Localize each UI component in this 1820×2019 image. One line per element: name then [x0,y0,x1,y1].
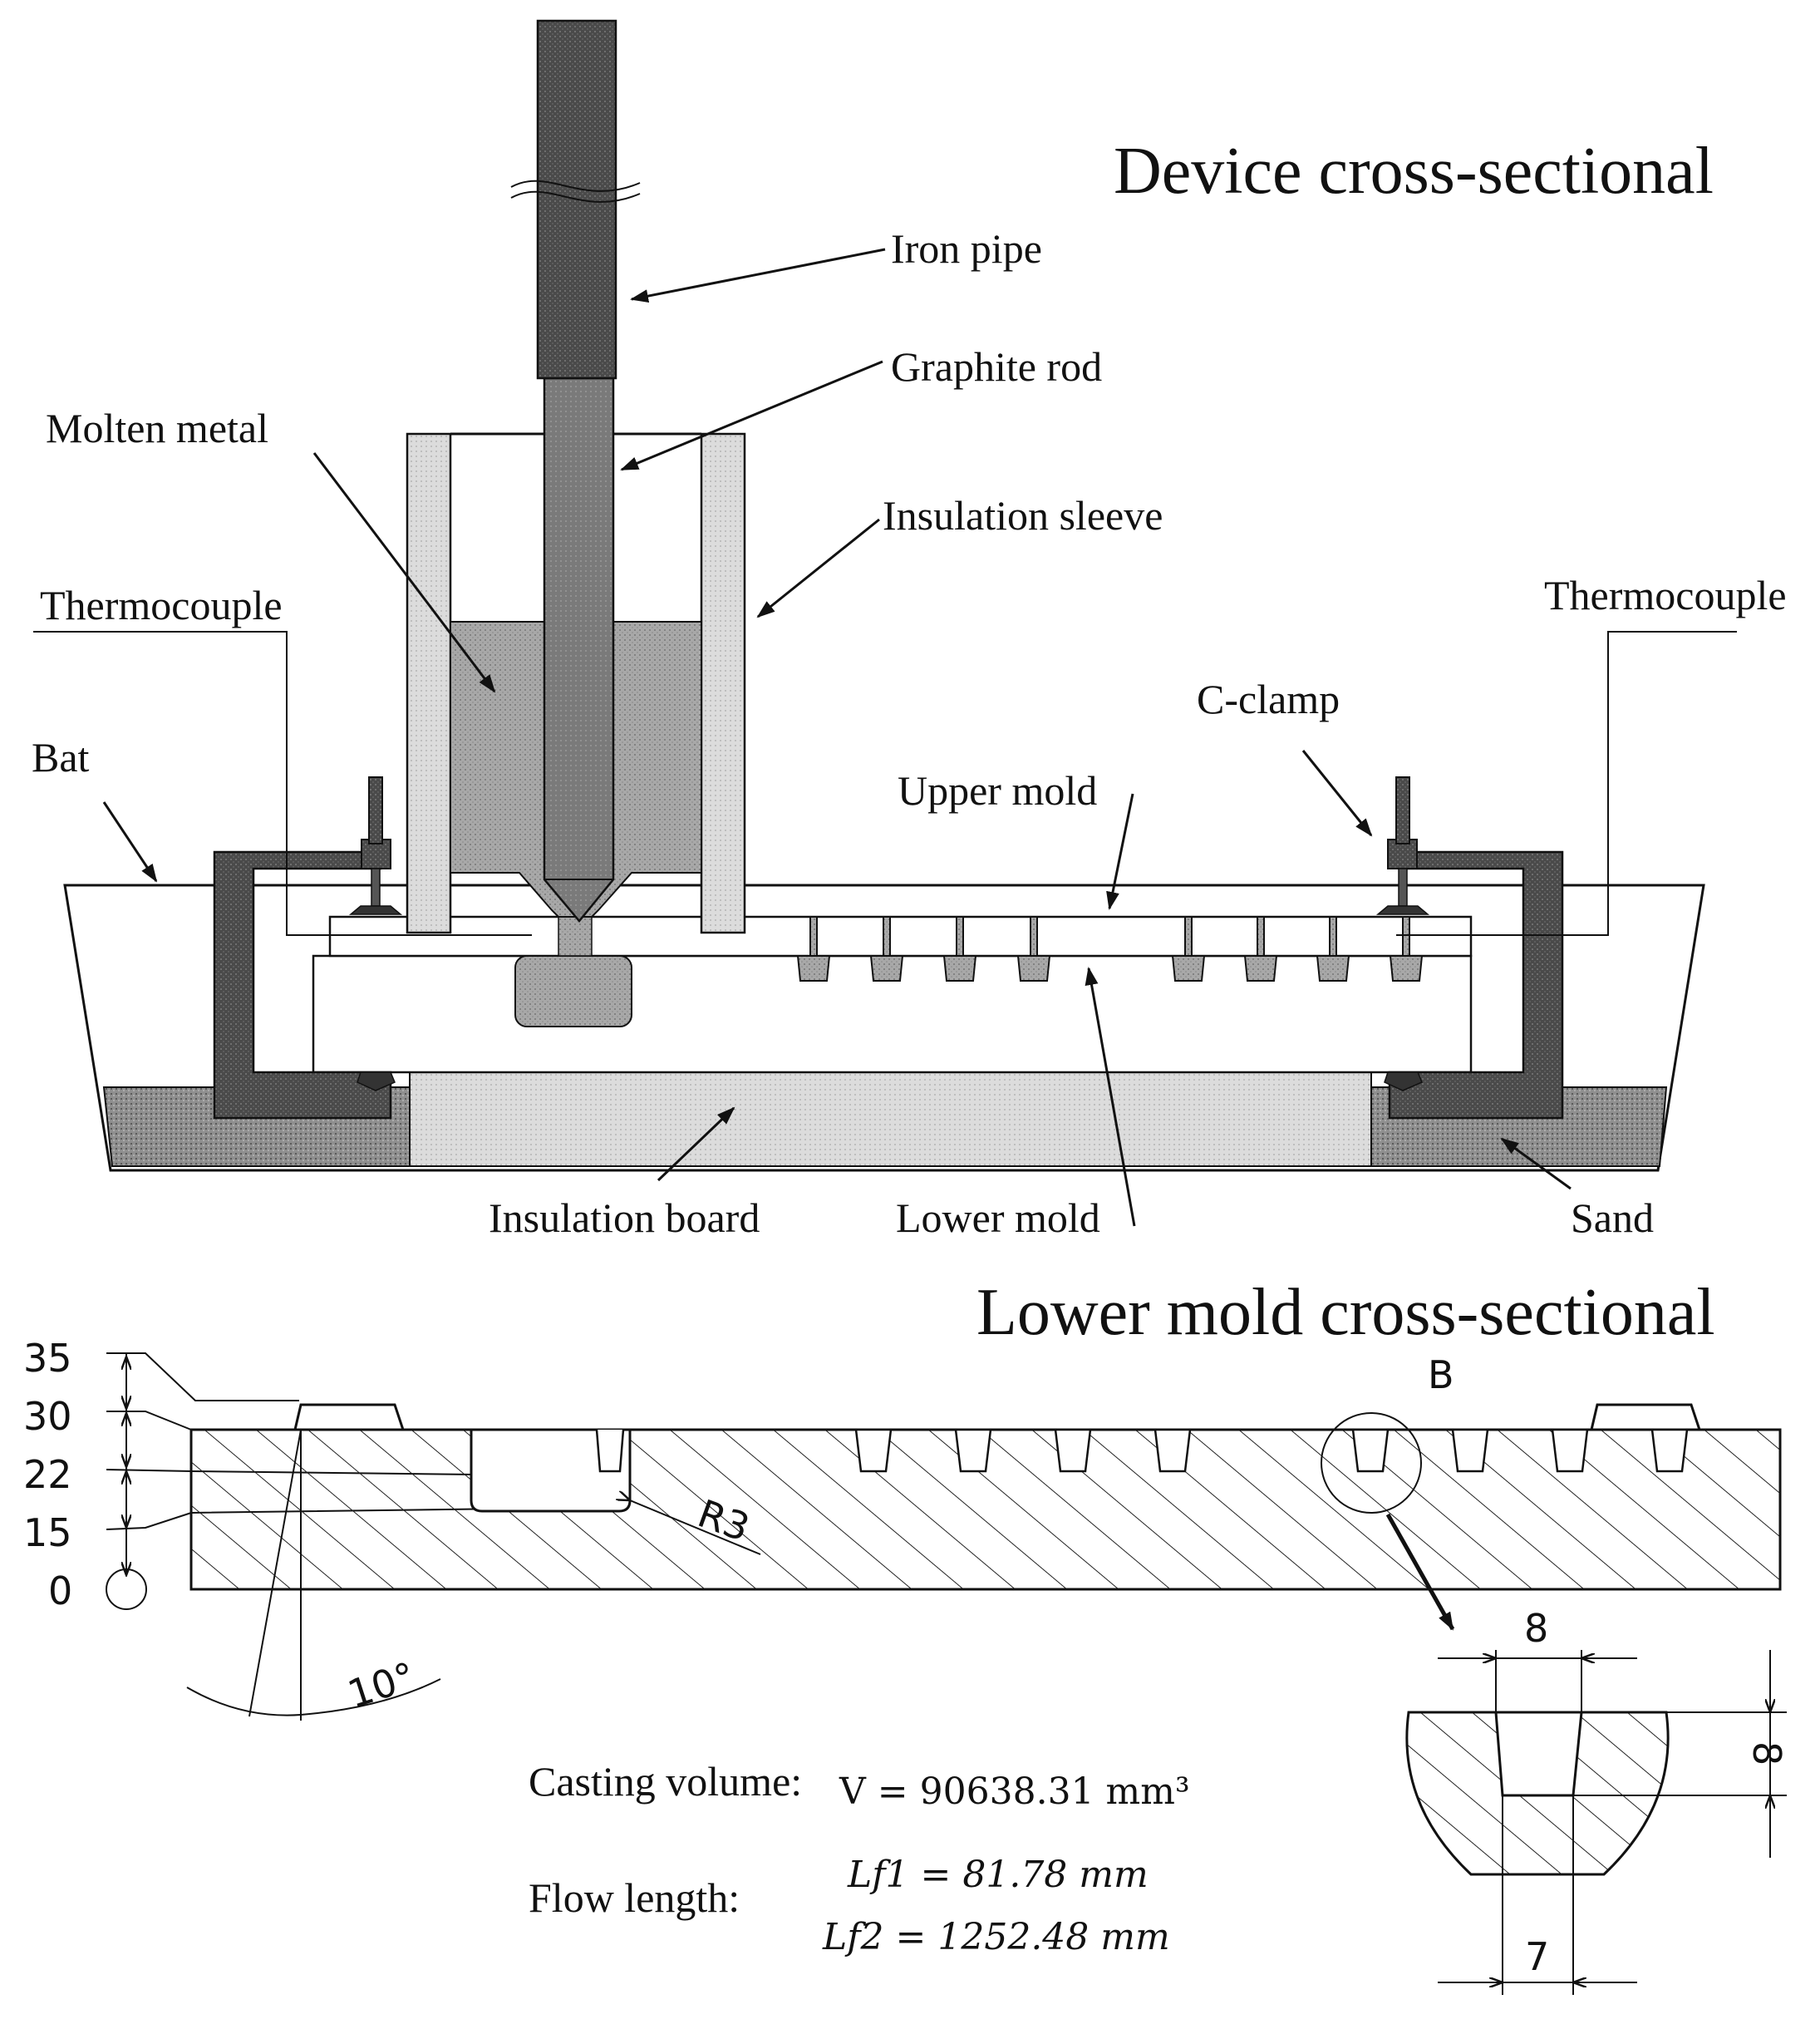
thermocouple-wire-right [1396,631,1737,936]
upper-mold [328,915,1473,958]
pipe-break-mark [510,180,641,192]
detail-b-circle [1321,1412,1422,1514]
main-cavity [470,1428,632,1513]
bottom-width-label: 7 [1525,1934,1549,1979]
device-title: Device cross-sectional [1114,135,1714,208]
depth-label: 8 [1744,1741,1789,1765]
device-section: Device cross-sectional Iron pipe Graphit… [32,19,1787,1241]
label-thermocouple-left: Thermocouple [40,582,283,628]
lf1-expr: Lf1 = 81.78 mm [847,1854,1149,1896]
scale-0: 0 [48,1568,72,1613]
detail-tag: B [1428,1352,1454,1397]
graphite-rod [543,377,615,923]
label-insulation-sleeve: Insulation sleeve [883,492,1163,539]
label-sand: Sand [1571,1194,1654,1241]
detail-groove [1494,1711,1583,1797]
flow-label: Flow length: [529,1874,740,1921]
pad-left [293,1403,406,1431]
volume-expr: V = 90638.31 mm³ [839,1770,1190,1813]
pad-right [1590,1403,1702,1431]
scale-22: 22 [23,1452,72,1497]
r3-leader [630,1500,761,1555]
insulation-board [409,1071,1372,1167]
label-iron-pipe: Iron pipe [891,225,1042,272]
thermocouple-wire-left [33,631,532,936]
pipe-break-mark-2 [510,190,641,203]
angle-label: 10° [342,1653,421,1717]
label-insulation-board: Insulation board [489,1194,760,1241]
scale-35: 35 [23,1336,72,1381]
label-upper-mold: Upper mold [898,767,1097,814]
label-c-clamp: C-clamp [1197,676,1340,722]
sprue-cavity [595,1429,625,1473]
leader-arrows [102,248,1572,1227]
runner-cavities [796,916,1424,982]
top-width-label: 8 [1524,1606,1548,1651]
height-scale: 35 30 22 15 0 [23,1336,549,1613]
label-lower-mold: Lower mold [896,1194,1100,1241]
label-thermocouple-right: Thermocouple [1544,572,1787,618]
mold-section: Lower mold cross-sectional 35 30 22 15 0 [23,1276,1789,1995]
insulation-sleeve-left [406,432,452,934]
volume-label: Casting volume: [529,1758,802,1805]
bat-tray [63,884,1705,1172]
lf2-expr: Lf2 = 1252.48 mm [822,1916,1170,1958]
label-bat: Bat [32,734,90,781]
scale-30: 30 [23,1394,72,1439]
c-clamp-right [1375,776,1564,1120]
mold-title: Lower mold cross-sectional [976,1276,1715,1349]
c-clamp-left [213,776,403,1120]
sprue-metal [558,916,593,957]
label-molten-metal: Molten metal [46,405,268,451]
detail-arrow [1385,1513,1455,1631]
main-casting-block [514,955,632,1027]
scale-15: 15 [23,1510,72,1555]
insulation-sleeve-right [700,432,746,934]
label-graphite-rod: Graphite rod [891,343,1102,390]
runner-grooves [854,1428,1689,1473]
detail-view: 8 8 7 [1405,1606,1789,1995]
